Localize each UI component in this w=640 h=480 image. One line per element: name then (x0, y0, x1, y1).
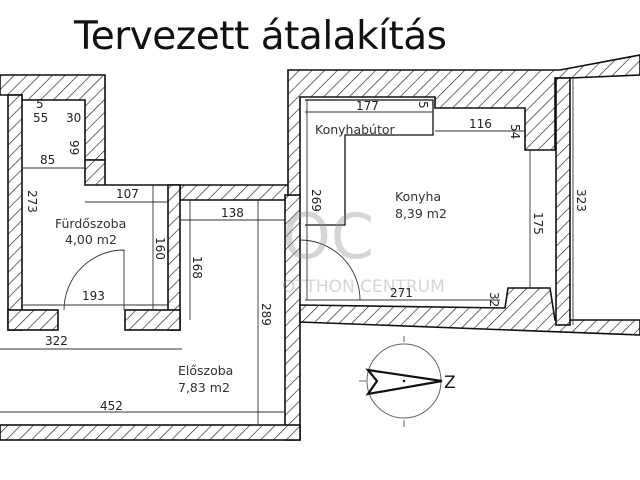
wall-right-column (555, 77, 571, 326)
room-name-hall: Előszoba (178, 363, 233, 378)
dim-160: 160 (153, 237, 167, 260)
wall-hall-bottom (0, 424, 301, 441)
dim-271: 271 (390, 286, 413, 300)
dim-269: 269 (309, 189, 323, 212)
wall-bath-bottom-left (7, 309, 59, 331)
compass-arrow-icon (365, 368, 443, 396)
wall-kitchen-top (287, 54, 640, 196)
kitchen-furniture-outline (305, 99, 434, 226)
dim-5b: 5 (416, 101, 430, 109)
walls (0, 54, 640, 441)
wall-bath-left (7, 94, 23, 331)
dim-452: 452 (100, 399, 123, 413)
dim-5a: 5 (36, 97, 44, 111)
compass-label: Z (444, 373, 456, 393)
dim-168: 168 (190, 256, 204, 279)
dim-273: 273 (25, 190, 39, 213)
plan-title: Tervezett átalakítás (74, 14, 447, 59)
dim-138: 138 (221, 206, 244, 220)
kitchen-door-swing (299, 239, 361, 301)
bathroom-door-swing (63, 249, 125, 311)
dim-175: 175 (531, 212, 545, 235)
dim-54: 54 (508, 124, 522, 139)
dim-55: 55 (33, 111, 48, 125)
room-area-kitchen: 8,39 m2 (395, 206, 447, 221)
dim-107: 107 (116, 187, 139, 201)
room-name-kitchen: Konyha (395, 189, 441, 204)
dim-323: 323 (574, 189, 588, 212)
room-name-bathroom: Fürdőszoba (55, 216, 126, 231)
furniture-label: Konyhabútor (315, 122, 396, 137)
wall-kitchen-bottom (299, 287, 640, 336)
compass: Z (359, 336, 456, 427)
room-area-bathroom: 4,00 m2 (65, 232, 117, 247)
wall-bath-bottom-right (124, 309, 181, 331)
dim-177: 177 (356, 99, 379, 113)
dim-99: 99 (67, 140, 81, 155)
dim-322: 322 (45, 334, 68, 348)
watermark-text: OTTHON CENTRUM (282, 277, 445, 297)
dim-30: 30 (66, 111, 81, 125)
dim-32: 32 (487, 292, 501, 307)
dim-193: 193 (82, 289, 105, 303)
wall-bath-right (167, 184, 181, 331)
dim-116: 116 (469, 117, 492, 131)
dim-289: 289 (259, 303, 273, 326)
watermark-mark: OC (282, 200, 374, 273)
watermark-logo: OC OTTHON CENTRUM (282, 200, 445, 297)
room-area-hall: 7,83 m2 (178, 380, 230, 395)
dim-85: 85 (40, 153, 55, 167)
